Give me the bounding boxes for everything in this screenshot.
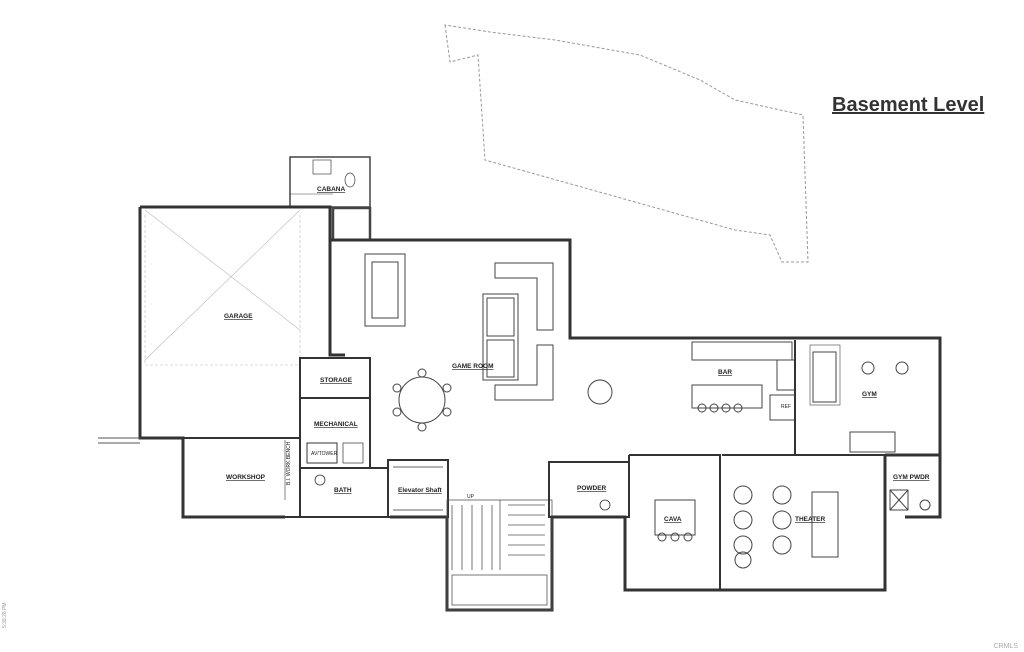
label-bar: BAR	[718, 369, 732, 376]
watermark: CRMLS	[993, 643, 1018, 650]
page-title: Basement Level	[832, 94, 985, 116]
label-cava: CAVA	[664, 516, 682, 523]
bar	[691, 340, 796, 455]
label-gym-pwdr: GYM PWDR	[893, 474, 930, 481]
gym-powder	[889, 489, 931, 511]
game-room-furniture	[364, 253, 613, 432]
cava-furniture	[654, 499, 696, 542]
label-workshop: WORKSHOP	[226, 474, 266, 481]
lower-rooms	[548, 454, 885, 590]
theater-seats	[733, 485, 839, 569]
terrace-outline	[444, 24, 809, 263]
label-elevator: Elevator Shaft	[398, 487, 443, 494]
stairs	[446, 499, 553, 611]
label-cabana: CABANA	[317, 186, 345, 193]
label-garage: GARAGE	[224, 313, 253, 320]
label-powder: POWDER	[577, 485, 607, 492]
bath-elevator	[299, 459, 449, 518]
garage	[98, 205, 345, 444]
outer-walls	[180, 238, 942, 612]
label-av-tower: AV/TOWER	[311, 451, 338, 457]
side-note: 5:38:28 PM	[2, 602, 8, 628]
label-stair-up: UP	[467, 494, 475, 500]
label-work-bench: B.I. WORK BENCH	[286, 441, 292, 485]
label-game-room: GAME ROOM	[452, 363, 494, 370]
label-storage: STORAGE	[320, 377, 353, 384]
label-theater: THEATER	[795, 516, 826, 523]
label-ref: REF	[781, 404, 791, 410]
gym	[809, 344, 909, 453]
label-gym: GYM	[862, 391, 877, 398]
label-bath: BATH	[334, 487, 352, 494]
label-mechanical: MECHANICAL	[314, 421, 358, 428]
